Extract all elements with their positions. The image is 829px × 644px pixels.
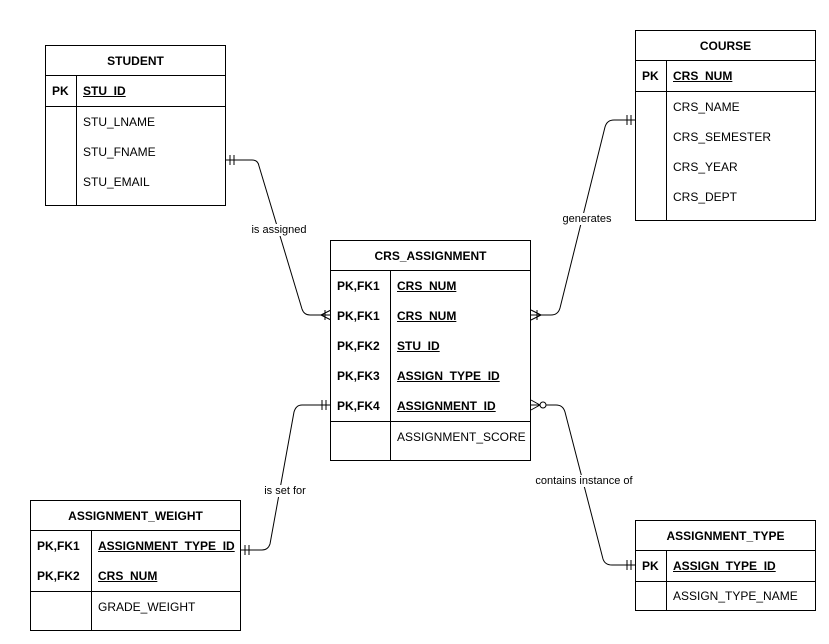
field-name: ASSIGNMENT_ID [397, 399, 496, 413]
key-section: PK ASSIGN_TYPE_ID [636, 551, 815, 582]
key-section: PK,FK1 CRS_NUM PK,FK1 CRS_NUM PK,FK2 STU… [331, 271, 530, 422]
field-name: CRS_YEAR [673, 160, 738, 174]
entity-crs-assignment[interactable]: CRS_ASSIGNMENT PK,FK1 CRS_NUM PK,FK1 CRS… [330, 240, 531, 461]
relationship-label-generates: generates [561, 213, 613, 225]
entity-row: CRS_DEPT [636, 182, 815, 212]
key-label: PK,FK3 [337, 369, 380, 383]
field-name: STU_LNAME [83, 115, 156, 129]
key-section: PK CRS_NUM [636, 61, 815, 92]
entity-course[interactable]: COURSE PK CRS_NUM CRS_NAME CRS_SEMESTER … [635, 30, 816, 221]
field-name: ASSIGNMENT_TYPE_ID [98, 539, 235, 553]
field-name: CRS_NUM [397, 279, 457, 293]
entity-row: CRS_NAME [636, 92, 815, 122]
one-mandatory-marker [229, 155, 235, 165]
entity-assignment-weight[interactable]: ASSIGNMENT_WEIGHT PK,FK1 ASSIGNMENT_TYPE… [30, 500, 241, 631]
key-label: PK,FK1 [337, 279, 380, 293]
entity-title: COURSE [636, 31, 815, 61]
key-label: PK,FK1 [337, 309, 380, 323]
key-label: PK [52, 84, 69, 98]
entity-row: CRS_SEMESTER [636, 122, 815, 152]
field-name: ASSIGNMENT_SCORE [397, 430, 526, 444]
field-name: CRS_NUM [397, 309, 457, 323]
key-section: PK STU_ID [46, 76, 225, 107]
field-name: CRS_NAME [673, 100, 740, 114]
entity-row: PK,FK1 CRS_NUM [331, 271, 530, 301]
key-label: PK,FK2 [337, 339, 380, 353]
entity-title: ASSIGNMENT_TYPE [636, 521, 815, 551]
entity-assignment-type[interactable]: ASSIGNMENT_TYPE PK ASSIGN_TYPE_ID ASSIGN… [635, 520, 816, 611]
entity-row: PK,FK1 CRS_NUM [331, 301, 530, 331]
field-name: ASSIGN_TYPE_NAME [673, 589, 798, 603]
entity-row: PK STU_ID [46, 76, 225, 106]
field-name: STU_ID [83, 84, 126, 98]
attribute-section: CRS_NAME CRS_SEMESTER CRS_YEAR CRS_DEPT [636, 92, 815, 221]
entity-student[interactable]: STUDENT PK STU_ID STU_LNAME STU_FNAME ST… [45, 45, 226, 206]
zero-marker [539, 401, 547, 409]
entity-row: GRADE_WEIGHT [31, 592, 240, 622]
field-name: STU_FNAME [83, 145, 156, 159]
field-name: CRS_NUM [673, 69, 733, 83]
attribute-section: ASSIGN_TYPE_NAME [636, 582, 815, 611]
field-name: ASSIGN_TYPE_ID [673, 559, 776, 573]
many-marker [320, 309, 332, 321]
connector-line [226, 159, 331, 316]
entity-row: PK,FK2 STU_ID [331, 331, 530, 361]
key-section: PK,FK1 ASSIGNMENT_TYPE_ID PK,FK2 CRS_NUM [31, 531, 240, 592]
key-label: PK,FK2 [37, 569, 80, 583]
entity-row: PK,FK1 ASSIGNMENT_TYPE_ID [31, 531, 240, 561]
entity-row: STU_FNAME [46, 137, 225, 167]
attribute-section: GRADE_WEIGHT [31, 592, 240, 631]
entity-row: ASSIGN_TYPE_NAME [636, 582, 815, 611]
entity-row: PK,FK4 ASSIGNMENT_ID [331, 391, 530, 421]
many-marker [530, 399, 541, 411]
entity-title: ASSIGNMENT_WEIGHT [31, 501, 240, 531]
many-marker [530, 309, 542, 321]
field-name: STU_EMAIL [83, 175, 150, 189]
relationship-contains-instance-of[interactable] [530, 399, 636, 570]
field-name: CRS_DEPT [673, 190, 738, 204]
entity-row: PK CRS_NUM [636, 61, 815, 91]
relationship-label-is-set-for: is set for [263, 485, 307, 497]
entity-row: PK,FK3 ASSIGN_TYPE_ID [331, 361, 530, 391]
field-name: CRS_SEMESTER [673, 130, 772, 144]
attribute-section: STU_LNAME STU_FNAME STU_EMAIL [46, 107, 225, 206]
one-mandatory-marker [244, 545, 250, 555]
relationship-label-contains-instance-of: contains instance of [534, 475, 634, 487]
entity-row: STU_EMAIL [46, 167, 225, 197]
one-mandatory-marker [626, 560, 632, 570]
key-label: PK [642, 559, 659, 573]
entity-row: CRS_YEAR [636, 152, 815, 182]
entity-title: CRS_ASSIGNMENT [331, 241, 530, 271]
entity-row: PK,FK2 CRS_NUM [31, 561, 240, 591]
entity-title: STUDENT [46, 46, 225, 76]
attribute-section: ASSIGNMENT_SCORE [331, 422, 530, 461]
relationship-is-assigned[interactable] [226, 155, 332, 321]
field-name: ASSIGN_TYPE_ID [397, 369, 500, 383]
relationship-label-is-assigned: is assigned [250, 224, 308, 236]
one-mandatory-marker [321, 400, 327, 410]
one-mandatory-marker [626, 115, 632, 125]
field-name: GRADE_WEIGHT [98, 600, 196, 614]
key-label: PK,FK4 [337, 399, 380, 413]
field-name: CRS_NUM [98, 569, 158, 583]
entity-row: STU_LNAME [46, 107, 225, 137]
entity-row: PK ASSIGN_TYPE_ID [636, 551, 815, 581]
key-label: PK,FK1 [37, 539, 80, 553]
field-name: STU_ID [397, 339, 440, 353]
entity-row: ASSIGNMENT_SCORE [331, 422, 530, 452]
relationship-is-set-for[interactable] [241, 400, 331, 555]
key-label: PK [642, 69, 659, 83]
connector-line [241, 404, 331, 551]
